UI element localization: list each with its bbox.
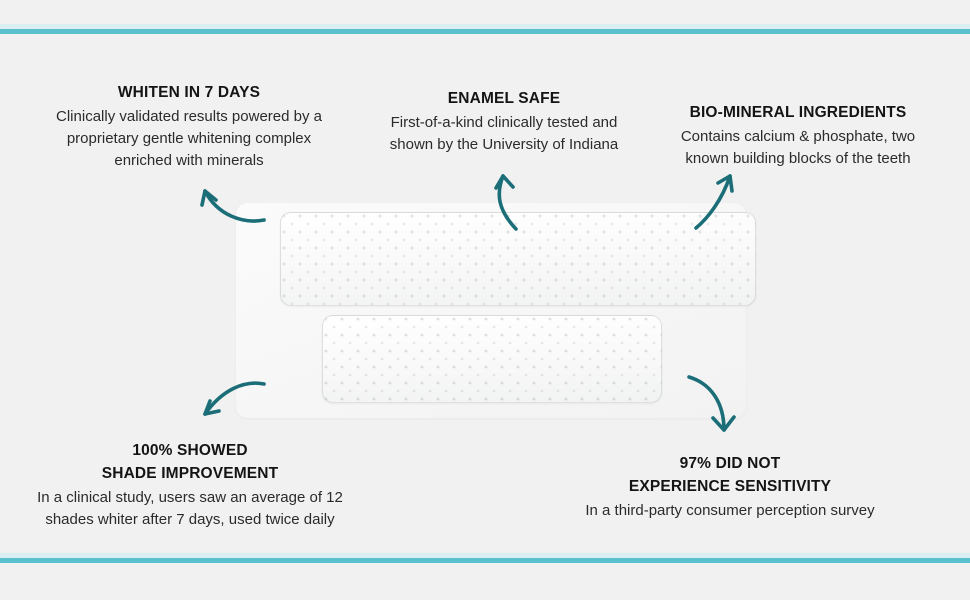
callout-enamel-safe: ENAMEL SAFE First-of-a-kind clinically t… bbox=[368, 88, 640, 156]
top-divider-soft-band bbox=[0, 24, 970, 29]
bottom-divider bbox=[0, 553, 970, 563]
callout-enamel-body: First-of-a-kind clinically tested and sh… bbox=[389, 113, 619, 153]
callout-biomineral-body: Contains calcium & phosphate, two known … bbox=[680, 127, 916, 167]
callout-no-sensitivity: 97% DID NOT EXPERIENCE SENSITIVITY In a … bbox=[552, 453, 908, 522]
callout-sensitivity-title: 97% DID NOT EXPERIENCE SENSITIVITY bbox=[628, 455, 832, 495]
callout-enamel-title: ENAMEL SAFE bbox=[447, 90, 561, 107]
upper-whitening-strip bbox=[280, 212, 756, 306]
top-divider-accent-band bbox=[0, 29, 970, 34]
callout-biomineral-title: BIO-MINERAL INGREDIENTS bbox=[689, 104, 907, 121]
callout-whiten-in-7-days: WHITEN IN 7 DAYS Clinically validated re… bbox=[24, 82, 354, 172]
whitening-strips-photo bbox=[236, 203, 756, 418]
bottom-divider-accent-band bbox=[0, 558, 970, 563]
callout-bio-mineral-ingredients: BIO-MINERAL INGREDIENTS Contains calcium… bbox=[650, 102, 946, 170]
callout-shade-improvement: 100% SHOWED SHADE IMPROVEMENT In a clini… bbox=[8, 440, 372, 531]
bottom-divider-soft-band bbox=[0, 553, 970, 558]
callout-shade-body: In a clinical study, users saw an averag… bbox=[37, 488, 343, 528]
top-divider bbox=[0, 24, 970, 34]
callout-shade-title: 100% SHOWED SHADE IMPROVEMENT bbox=[101, 442, 279, 482]
callout-sensitivity-body: In a third-party consumer perception sur… bbox=[585, 501, 875, 519]
lower-whitening-strip bbox=[322, 315, 662, 403]
callout-whiten-title: WHITEN IN 7 DAYS bbox=[117, 84, 261, 101]
callout-whiten-body: Clinically validated results powered by … bbox=[56, 107, 322, 169]
